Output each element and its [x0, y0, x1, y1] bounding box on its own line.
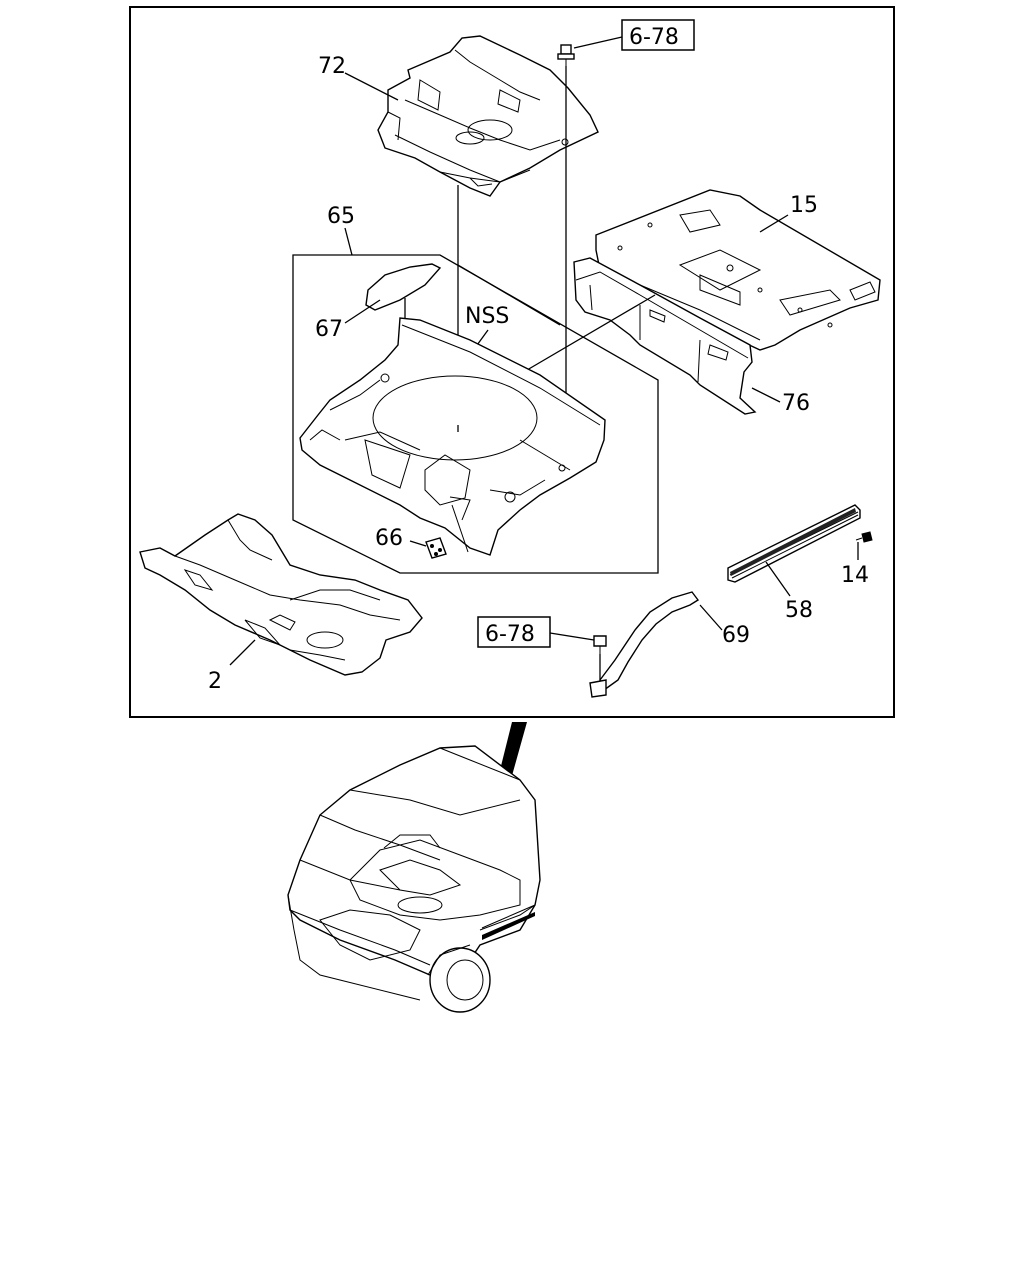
main-floor-panel: [299, 317, 606, 556]
label-2: 2: [208, 669, 222, 694]
part-72-panel: [377, 35, 599, 197]
ref-box-top: [621, 19, 695, 51]
part-76-member: [573, 257, 757, 415]
assembly-box-65: [292, 254, 659, 574]
label-58: 58: [785, 598, 813, 623]
vehicle-overview: [287, 745, 541, 1013]
part-67-cover: [365, 263, 442, 311]
label-67: 67: [315, 317, 343, 342]
diagram-frame: [129, 6, 895, 718]
ref-label-bottom: 6-78: [485, 622, 535, 647]
screw-14: [855, 531, 873, 543]
part-69-bracket: [589, 591, 700, 698]
part-58-sill-strip: [727, 504, 861, 583]
part-66-plate: [425, 537, 447, 559]
part-2-front-floor: [139, 513, 423, 676]
label-69: 69: [722, 623, 750, 648]
ref-box-bottom: [477, 616, 551, 648]
label-15: 15: [790, 193, 818, 218]
label-65: 65: [327, 204, 355, 229]
bolt-top: [557, 44, 575, 66]
label-76: 76: [782, 391, 810, 416]
label-14: 14: [841, 563, 869, 588]
label-66: 66: [375, 526, 403, 551]
bolt-bottom: [593, 635, 607, 654]
label-nss: NSS: [465, 304, 509, 329]
ref-label-top: 6-78: [629, 25, 679, 50]
label-72: 72: [318, 54, 346, 79]
